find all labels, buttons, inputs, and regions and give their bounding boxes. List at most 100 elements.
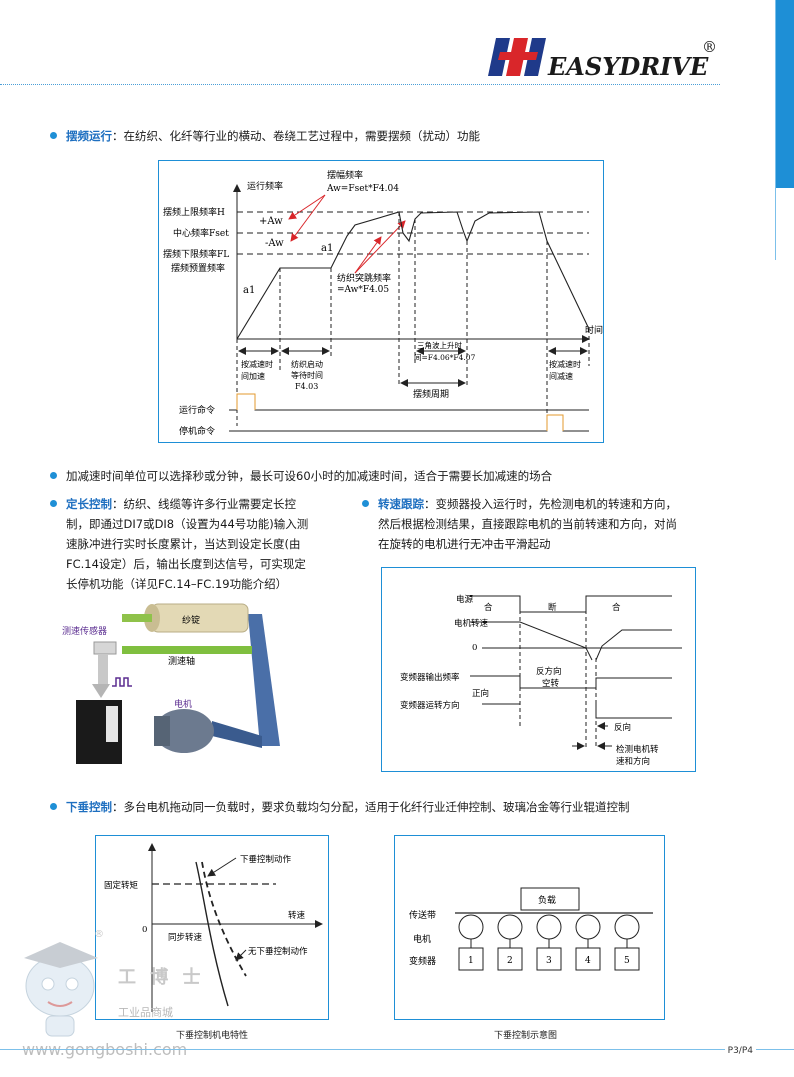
y-axis-label: 运行频率 xyxy=(247,180,283,192)
header-divider xyxy=(0,84,720,86)
fixed-length-illustration: 纱锭 测速轴 测速传感器 电机 xyxy=(62,603,280,764)
side-line xyxy=(775,0,776,260)
speed-tracking-diagram: 电源 电机转速 0 变频器输出频率 正向 变频器运转方向 合 断 合 反方向 空… xyxy=(381,567,696,772)
unit-3: 3 xyxy=(546,956,552,966)
sensor-label: 测速传感器 xyxy=(62,625,107,637)
lower-label: 摆频下限频率FL xyxy=(163,248,229,260)
on-1: 合 xyxy=(484,602,493,613)
preset-label: 摆频预置频率 xyxy=(171,262,225,274)
watermark-reg: ® xyxy=(94,929,104,940)
section-title: 摆频运行 xyxy=(66,129,112,143)
zero-label: 0 xyxy=(472,643,477,653)
detect-1: 检测电机转 xyxy=(616,744,659,755)
decel-label-2: 间减速 xyxy=(549,371,573,381)
line-2: 速脉冲进行实时长度累计，当达到设定长度(由 xyxy=(66,537,301,551)
spindle-label: 纱锭 xyxy=(182,614,200,626)
motor-speed-label: 电机转速 xyxy=(454,618,489,629)
plus-aw: +Aw xyxy=(259,216,283,227)
watermark-cn: 工 博 士 xyxy=(118,967,205,988)
swing-frequency-diagram: 运行频率 摆幅频率 Aw=Fset*F4.04 时间 摆频上限频率H 中心频率F… xyxy=(158,160,604,443)
detect-2: 速和方向 xyxy=(616,756,650,767)
off-label: 断 xyxy=(548,602,557,613)
easydrive-logo: EASYDRIVE ® xyxy=(488,38,717,80)
inverter-label: 变频器 xyxy=(409,955,436,967)
droop-action-label: 下垂控制动作 xyxy=(240,854,292,865)
section-swing-frequency: 摆频运行：在纺织、化纤等行业的横动、卷绕工艺过程中，需要摆频（扰动）功能 xyxy=(50,126,480,146)
a1-mid: a1 xyxy=(321,243,333,254)
decel-label-1: 按减速时 xyxy=(549,359,581,369)
sync-speed-label: 同步转速 xyxy=(168,932,203,943)
rev-1: 反方向 xyxy=(536,666,562,677)
dir-label: 变频器运转方向 xyxy=(400,700,460,711)
unit-4: 4 xyxy=(585,956,591,966)
registered-mark: ® xyxy=(702,38,717,56)
section-fixed-length: 定长控制：纺织、线缆等许多行业需要定长控 制，即通过DI7或DI8（设置为44号… xyxy=(50,494,350,594)
period-label: 摆频周期 xyxy=(413,388,449,400)
accel-label-1: 按减速时 xyxy=(241,359,273,369)
load-label: 负载 xyxy=(538,894,556,906)
note-text: 加减速时间单位可以选择秒或分钟，最长可设60小时的加减速时间，适合于需要长加减速… xyxy=(66,469,553,483)
line-1: 然后根据检测结果，直接跟踪电机的当前转速和方向，对尚 xyxy=(378,517,677,531)
stop-cmd-label: 停机命令 xyxy=(179,425,215,437)
wait-label-3: F4.03 xyxy=(295,382,318,391)
brand-name: EASYDRIVE xyxy=(547,52,709,80)
center-label: 中心频率Fset xyxy=(173,227,229,239)
on-2: 合 xyxy=(612,602,621,613)
forward-label: 正向 xyxy=(472,688,489,699)
line-4: 长停机功能（详见FC.14–FC.19功能介绍） xyxy=(66,577,288,591)
page-number: P3/P4 xyxy=(724,1046,756,1056)
wait-label-2: 等待时间 xyxy=(291,370,323,380)
fixed-torque-label: 固定转矩 xyxy=(104,880,139,891)
bullet-icon xyxy=(50,132,57,139)
line-1: 制，即通过DI7或DI8（设置为44号功能)输入测 xyxy=(66,517,309,531)
tri-label-1: 三角波上升时 xyxy=(417,340,462,350)
unit-5: 5 xyxy=(624,956,630,966)
fig4-caption: 下垂控制机电特性 xyxy=(176,1031,249,1041)
droop-schematic-diagram: 负载 传送带 电机 变频器 1 2 3 4 5 xyxy=(394,835,665,1020)
pulse-icon xyxy=(112,677,132,687)
line-0: ：纺织、线缆等许多行业需要定长控 xyxy=(112,497,296,511)
wait-label-1: 纺织启动 xyxy=(291,359,323,369)
speed-label: 转速 xyxy=(288,910,306,921)
section-title: 转速跟踪 xyxy=(378,497,424,511)
bullet-icon xyxy=(362,500,369,507)
section-speed-tracking: 转速跟踪：变频器投入运行时，先检测电机的转速和方向， 然后根据检测结果，直接跟踪… xyxy=(362,494,782,554)
rev-2: 空转 xyxy=(542,678,560,689)
bullet-icon xyxy=(50,500,57,507)
amp-label: 摆幅频率 xyxy=(327,169,363,181)
upper-label: 摆频上限频率H xyxy=(163,206,225,218)
zero-label: 0 xyxy=(142,925,147,935)
accel-label-2: 间加速 xyxy=(241,371,265,381)
power-label: 电源 xyxy=(456,594,474,605)
section-title: 定长控制 xyxy=(66,497,112,511)
section-text: ：多台电机拖动同一负载时，要求负载均匀分配，适用于化纤行业迁伸控制、玻璃冶金等行… xyxy=(112,800,630,814)
amp-formula: Aw=Fset*F4.04 xyxy=(326,184,399,194)
fig5-caption: 下垂控制示意图 xyxy=(494,1031,558,1041)
unit-1: 1 xyxy=(468,956,474,966)
watermark-mall: 工业品商城 xyxy=(118,1006,173,1019)
side-tab xyxy=(776,0,794,188)
motor-label: 电机 xyxy=(174,698,192,710)
jump-label-2: =Aw*F4.05 xyxy=(337,285,389,295)
reverse-label: 反向 xyxy=(614,722,631,733)
jump-label-1: 纺织突跳频率 xyxy=(337,272,391,284)
section-droop-control: 下垂控制：多台电机拖动同一负载时，要求负载均匀分配，适用于化纤行业迁伸控制、玻璃… xyxy=(50,797,630,817)
section-text: ：在纺织、化纤等行业的横动、卷绕工艺过程中，需要摆频（扰动）功能 xyxy=(112,129,480,143)
motor-units: 1 2 3 4 5 xyxy=(458,914,640,971)
motor-label: 电机 xyxy=(413,933,431,945)
bullet-icon xyxy=(50,803,57,810)
droop-characteristic-diagram: 固定转矩 转速 0 同步转速 下垂控制动作 无下垂控制动作 xyxy=(95,835,329,1020)
tri-label-2: 间=F4.06*F4.07 xyxy=(414,353,476,362)
section-title: 下垂控制 xyxy=(66,800,112,814)
accel-note: 加减速时间单位可以选择秒或分钟，最长可设60小时的加减速时间，适合于需要长加减速… xyxy=(50,466,552,486)
a1-left: a1 xyxy=(243,285,255,296)
logo-mark-icon xyxy=(488,38,546,76)
belt-label: 传送带 xyxy=(409,909,436,921)
shaft-label: 测速轴 xyxy=(168,655,195,667)
line-0: ：变频器投入运行时，先检测电机的转速和方向， xyxy=(424,497,677,511)
no-droop-label: 无下垂控制动作 xyxy=(248,946,308,957)
line-3: FC.14设定）后，输出长度到达信号，可实现定 xyxy=(66,557,306,571)
footer-divider xyxy=(0,1049,794,1050)
out-freq-label: 变频器输出频率 xyxy=(400,672,460,683)
mascot-watermark-icon xyxy=(24,942,98,1037)
